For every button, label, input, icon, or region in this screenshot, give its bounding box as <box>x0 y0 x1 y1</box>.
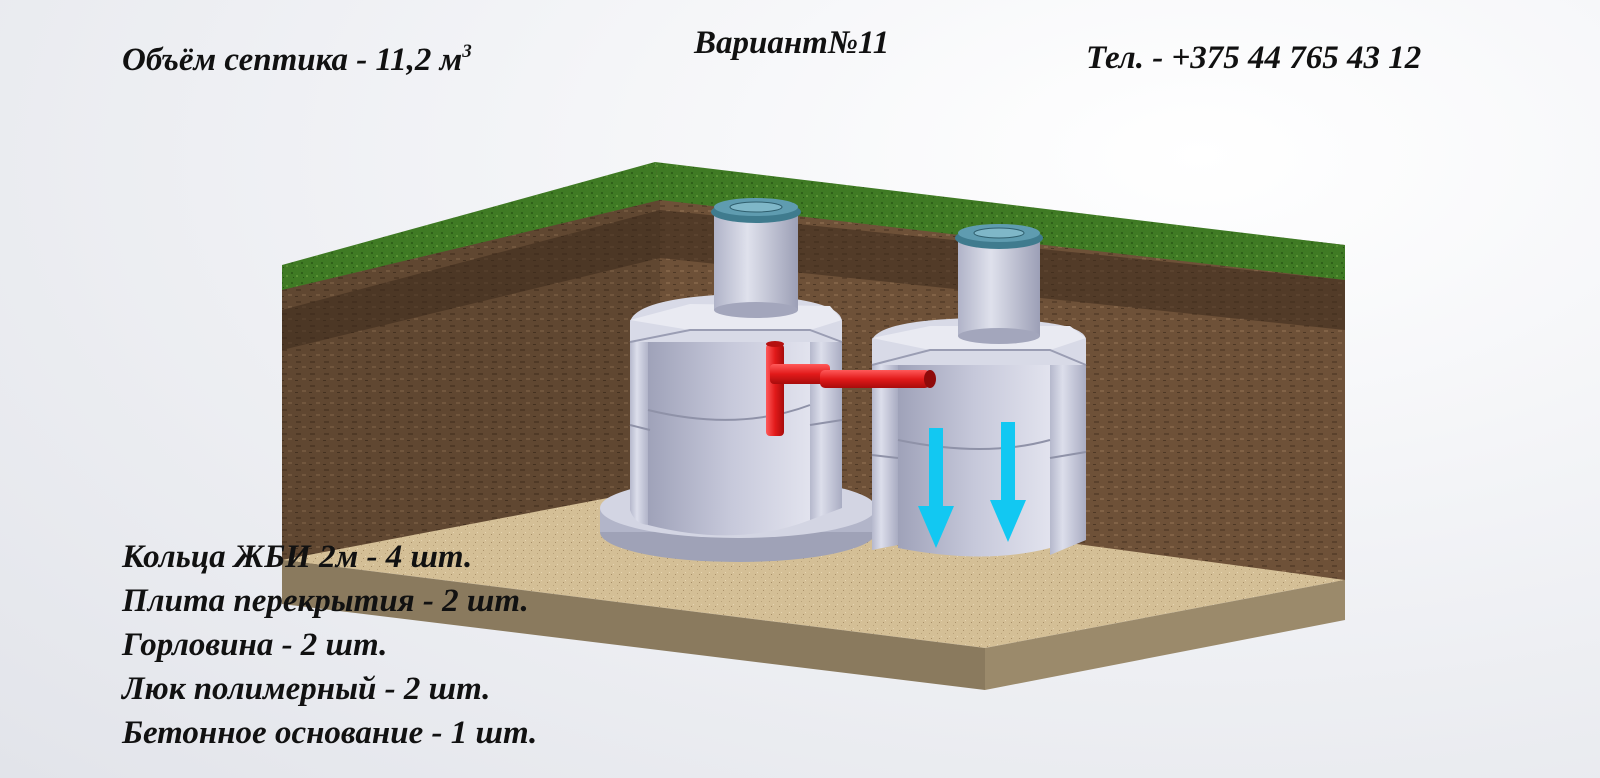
septic-chamber-1 <box>629 294 843 536</box>
spec-item-rings: Кольца ЖБИ 2м - 4 шт. <box>122 539 473 575</box>
neck-2 <box>958 236 1040 344</box>
floor-front-edge-right <box>985 580 1345 690</box>
flow-arrow-left <box>918 428 954 548</box>
sand-floor <box>282 488 1345 648</box>
cubic-exponent: 3 <box>462 41 472 62</box>
polymer-manhole-cover-1 <box>711 198 801 223</box>
grass-top-left <box>282 162 660 290</box>
spec-item-neck: Горловина - 2 шт. <box>122 627 388 663</box>
filtration-well-2 <box>871 318 1087 557</box>
floor-front-edge-left <box>282 560 985 690</box>
specification-list: Кольца ЖБИ 2м - 4 шт. Плита перекрытия -… <box>122 535 537 755</box>
polymer-manhole-cover-2 <box>955 224 1043 249</box>
flow-arrow-right <box>990 422 1026 542</box>
tank-volume-label: Объём септика - 11,2 м3 <box>122 42 472 77</box>
spec-item-concrete-base: Бетонное основание - 1 шт. <box>122 715 538 751</box>
tank-volume-text: Объём септика - 11,2 м <box>122 42 463 78</box>
phone-number: Тел. - +375 44 765 43 12 <box>1086 40 1422 76</box>
flow-arrows <box>918 422 1026 548</box>
variant-title: Вариант№11 <box>694 25 890 61</box>
grass-top-back <box>655 162 1345 280</box>
spec-item-cover-slab: Плита перекрытия - 2 шт. <box>122 583 529 619</box>
neck-1 <box>714 210 798 318</box>
overflow-pipe <box>766 341 936 436</box>
spec-item-polymer-hatch: Люк полимерный - 2 шт. <box>122 671 491 707</box>
